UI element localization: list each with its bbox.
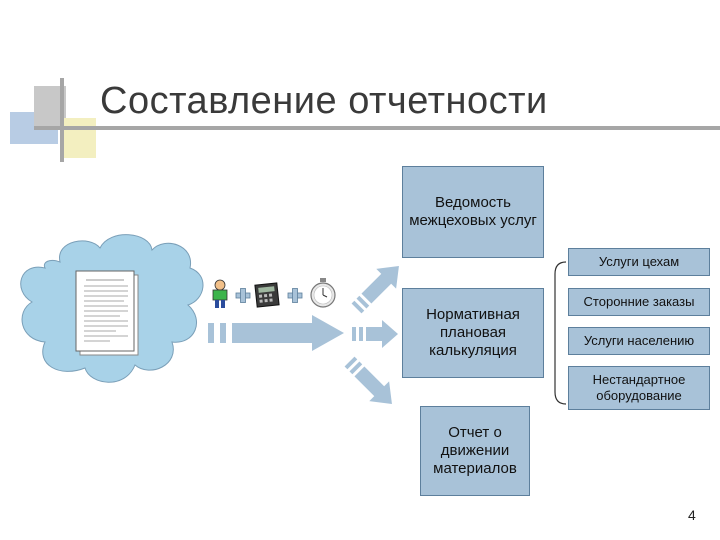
box-storonnie: Сторонние заказы: [568, 288, 710, 316]
page-title: Составление отчетности: [100, 80, 548, 122]
box-vedomost-label: Ведомость межцеховых услуг: [409, 194, 537, 229]
arrow-down-right: [344, 356, 392, 404]
plus-icon: [235, 288, 251, 303]
box-naseleniyu: Услуги населению: [568, 327, 710, 355]
bracket: [554, 261, 567, 405]
box-uslugi-cekham-label: Услуги цехам: [598, 254, 680, 270]
box-storonnie-label: Сторонние заказы: [583, 294, 695, 310]
box-otchet-label: Отчет о движении материалов: [433, 424, 517, 477]
box-uslugi-cekham: Услуги цехам: [568, 248, 710, 276]
arrow-up-right: [351, 266, 399, 314]
plus-icon: [287, 288, 303, 303]
main-arrow: [208, 315, 344, 351]
box-normativnaya: Нормативная плановая калькуляция: [402, 288, 544, 378]
box-normativnaya-label: Нормативная плановая калькуляция: [426, 306, 520, 359]
box-vedomost: Ведомость межцеховых услуг: [402, 166, 544, 258]
worker-icon: [212, 279, 228, 308]
title-decoration-vline: [60, 78, 64, 162]
document-icon: [75, 270, 139, 356]
arrow-right: [352, 320, 398, 348]
calculator-icon: [254, 282, 280, 308]
box-nestandartnoe: Нестандартное оборудование: [568, 366, 710, 410]
box-otchet: Отчет о движении материалов: [420, 406, 530, 496]
title-decoration-square-yellow: [60, 118, 96, 158]
box-naseleniyu-label: Услуги населению: [583, 333, 695, 349]
box-nestandartnoe-label: Нестандартное оборудование: [592, 372, 686, 403]
title-underline: [34, 126, 720, 130]
stopwatch-icon: [310, 278, 336, 308]
page-number: 4: [688, 507, 696, 523]
